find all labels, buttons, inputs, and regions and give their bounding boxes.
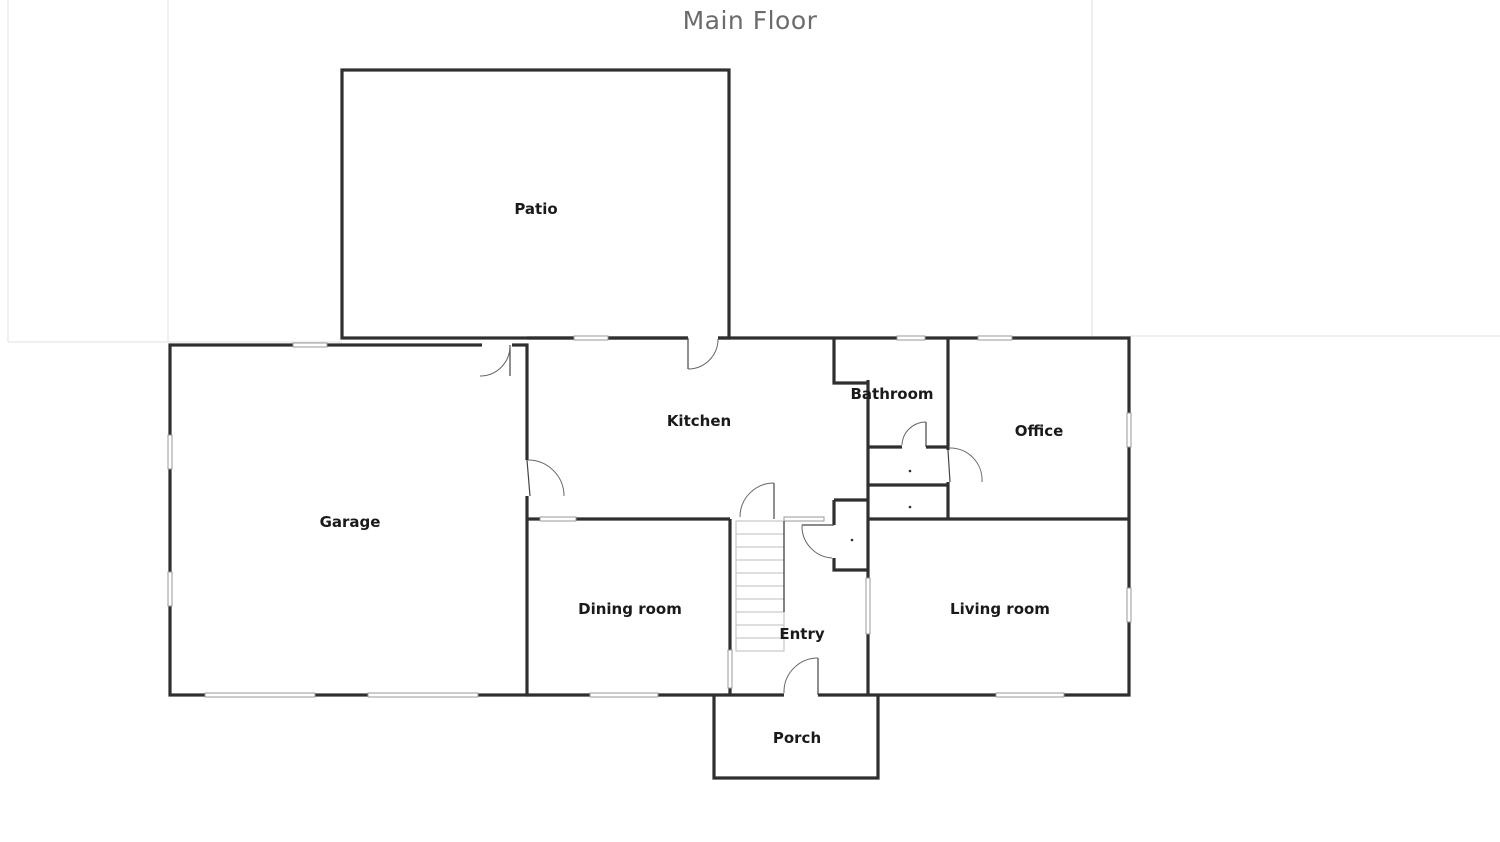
room-label-dining-room: Dining room: [578, 600, 682, 618]
doors: [479, 335, 983, 698]
floor-title: Main Floor: [682, 6, 818, 35]
room-label-office: Office: [1015, 422, 1064, 440]
house-outline: [527, 336, 1131, 697]
room-label-patio: Patio: [514, 200, 557, 218]
room-label-kitchen: Kitchen: [667, 412, 731, 430]
interior-walls: [527, 338, 1129, 695]
closet-markers: [850, 469, 912, 542]
background-frame: [7, 0, 1500, 343]
windows: [167, 335, 1132, 698]
room-label-entry: Entry: [779, 625, 824, 643]
room-label-bathroom: Bathroom: [850, 385, 933, 403]
room-label-living-room: Living room: [950, 600, 1050, 618]
room-label-porch: Porch: [773, 729, 821, 747]
staircase: [735, 520, 785, 652]
room-label-garage: Garage: [320, 513, 381, 531]
porch-outline: [712, 695, 880, 780]
